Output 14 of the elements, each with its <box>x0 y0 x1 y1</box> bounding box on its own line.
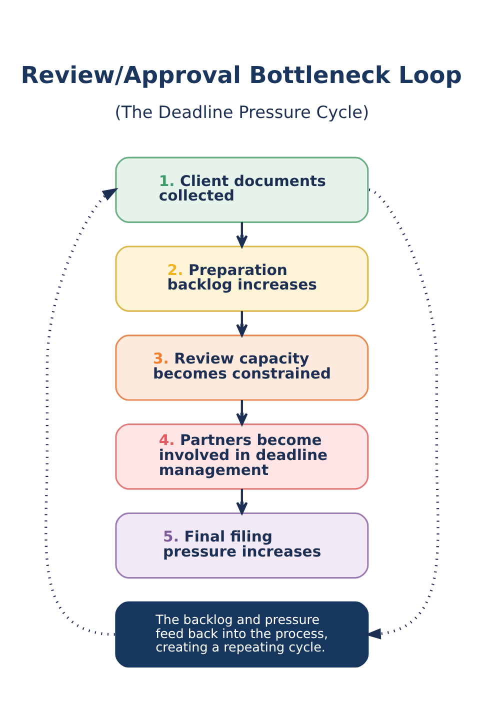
diagram-title: Review/Approval Bottleneck Loop <box>20 62 462 89</box>
arrow <box>44 187 118 636</box>
label: (The Deadline Pressure Cycle) <box>114 102 370 122</box>
arrow <box>236 400 248 425</box>
node-box: 4. Partners become involved in deadline management <box>115 423 369 490</box>
node-box: 2. Preparation backlog increases <box>115 245 369 312</box>
arrow <box>236 310 248 336</box>
node-box: 5. Final filing pressure increases <box>115 512 369 578</box>
arrow <box>236 488 248 514</box>
arrow <box>236 222 248 248</box>
node-box: 1. Client documents collected <box>115 156 369 222</box>
node-box: 3. Review capacity becomes constrained <box>115 334 369 400</box>
arrow <box>364 188 440 639</box>
node-box: The backlog and pressure feed back into the process, creating a repeating cycle. <box>115 600 369 668</box>
